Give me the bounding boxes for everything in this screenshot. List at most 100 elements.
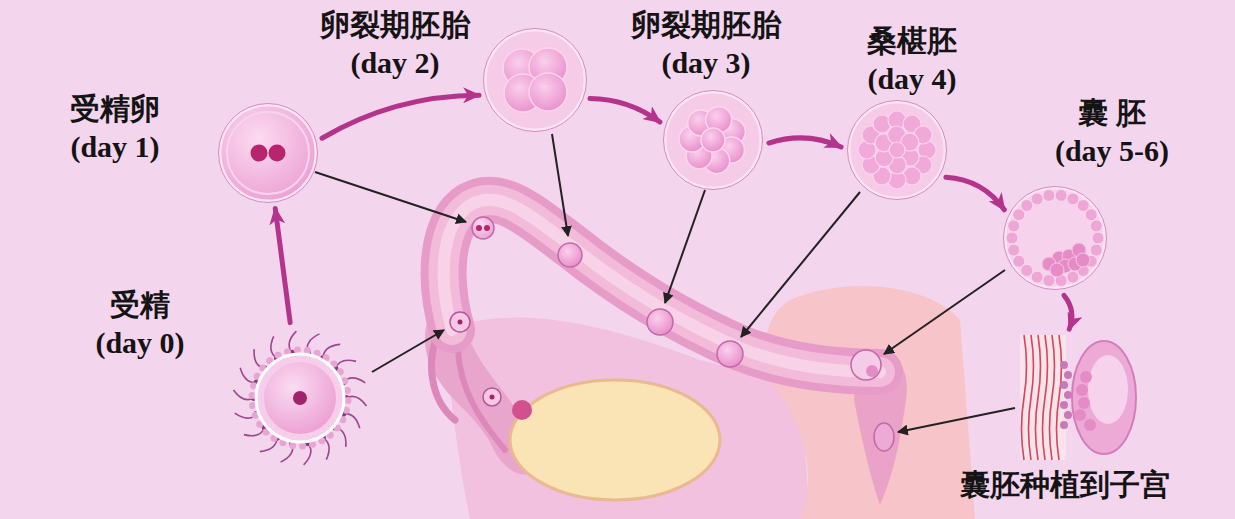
- inner-cell-mass: [866, 365, 878, 377]
- inner-cell-mass: [1050, 263, 1064, 277]
- trophoblast-cell: [1060, 421, 1068, 429]
- fert-figure: [230, 328, 370, 468]
- trophoblast-cell: [1060, 381, 1068, 389]
- flow-arrow: [275, 209, 290, 323]
- zona-pellucida: [665, 92, 761, 188]
- uterus-body: [765, 286, 975, 519]
- flow-arrow: [946, 177, 1004, 210]
- stage-label: 受精卵 (day 1): [69, 90, 161, 166]
- embryo-in-tube: [558, 243, 582, 267]
- outline-ring: [484, 29, 587, 132]
- leader-line: [884, 270, 1005, 354]
- flow-arrow: [322, 95, 479, 138]
- inner-cell-mass: [1076, 253, 1090, 267]
- zona-pellucida: [485, 30, 585, 130]
- ovulation-spot: [512, 400, 532, 420]
- inner-cell-mass: [1078, 397, 1090, 409]
- blastocyst-body: [1072, 341, 1136, 454]
- pronucleus: [476, 225, 482, 231]
- stage-label: 桑椹胚 (day 4): [866, 22, 958, 98]
- flow-arrow: [769, 138, 841, 147]
- leader-line: [315, 172, 466, 222]
- flow-arrow: [590, 99, 660, 123]
- blood-vessel: [1050, 335, 1055, 460]
- trophoblast-cell: [1060, 401, 1068, 409]
- egg-nucleus: [490, 395, 495, 400]
- fallopian-tube-inner: [444, 200, 880, 372]
- implant-figure: [1020, 335, 1140, 460]
- outline-ring: [848, 101, 947, 200]
- outline-ring: [664, 91, 763, 190]
- morula-circle: 桑椹胚 (day 4): [847, 100, 947, 200]
- ovary: [510, 380, 720, 500]
- blastocyst-circle: 囊 胚 (day 5-6): [1003, 186, 1107, 290]
- trophoblast-cell: [1085, 209, 1097, 221]
- trophoblast-cell: [1008, 220, 1020, 232]
- trophoblast-cell: [1090, 220, 1102, 232]
- trophoblast-cell: [1064, 411, 1072, 419]
- trophoblast-cell: [1031, 271, 1043, 283]
- fallopian-tube-wall: [444, 200, 880, 372]
- zygote-circle: 受精卵 (day 1): [218, 103, 318, 203]
- zona-pellucida: [849, 102, 945, 198]
- morula-cell: [889, 142, 905, 158]
- blood-vessel: [1036, 335, 1041, 460]
- fimbria-finger: [458, 350, 505, 450]
- implanted-blastocyst: [874, 423, 894, 451]
- pronucleus: [251, 145, 268, 162]
- egg-at-ovary: [483, 388, 501, 406]
- zygote-in-tube: [472, 217, 494, 239]
- trophoblast-cell: [1055, 189, 1067, 201]
- stage-label: 受精 (day 0): [94, 286, 186, 362]
- flow-arrow: [1064, 295, 1072, 329]
- inner-cell-mass: [1084, 419, 1096, 431]
- trophoblast-cell: [1090, 244, 1102, 256]
- egg-cell: [264, 362, 336, 434]
- egg-in-tube: [450, 312, 470, 332]
- blood-vessel: [1022, 335, 1027, 460]
- morula-figure: [847, 100, 947, 200]
- trophoblast-cell: [1043, 189, 1055, 201]
- blood-vessel: [1057, 335, 1062, 460]
- endometrium: [1020, 335, 1066, 460]
- leader-line: [898, 408, 1015, 432]
- implantation-figure: 囊胚种植到子宫: [1020, 335, 1140, 460]
- leader-line: [372, 330, 444, 372]
- blastomere: [529, 73, 567, 111]
- outline-ring: [1004, 187, 1107, 290]
- morula-in-tube: [717, 341, 743, 367]
- trophoblast-cell: [1064, 371, 1072, 379]
- sperm-tail: [244, 428, 265, 436]
- trophoblast-cell: [1060, 361, 1068, 369]
- blood-vessel: [1029, 335, 1034, 460]
- trophoblast-cell: [1021, 200, 1033, 212]
- stage-label: 卵裂期胚胎 (day 2): [320, 6, 471, 82]
- zona-pellucida: [256, 354, 344, 442]
- blast-figure: [1003, 186, 1107, 290]
- blastocyst-in-uterus: [851, 350, 881, 380]
- zona-pellucida: [1005, 188, 1105, 288]
- pronucleus: [484, 225, 490, 231]
- leader-line: [552, 134, 568, 236]
- trophoblast-cell: [1067, 271, 1079, 283]
- pronucleus: [269, 145, 286, 162]
- inner-cell-mass: [1074, 409, 1086, 421]
- outline-ring: [219, 104, 318, 203]
- cleavage-embryo-circle: 卵裂期胚胎 (day 3): [663, 90, 763, 190]
- inner-cell-mass: [1080, 371, 1092, 383]
- inner-cell-mass: [1076, 384, 1088, 396]
- trophoblast-cell: [1006, 232, 1018, 244]
- blastomere: [701, 128, 725, 152]
- trophoblast-cell: [1092, 232, 1104, 244]
- zona-pellucida: [220, 105, 316, 201]
- cleave4-figure: [483, 28, 587, 132]
- egg-nucleus: [458, 320, 463, 325]
- trophoblast-cell: [1013, 255, 1025, 267]
- trophoblast-cell: [1064, 391, 1072, 399]
- blastocoel: [1088, 355, 1128, 424]
- fallopian-tube-lumen: [444, 200, 880, 372]
- fertilization-circle: 受精 (day 0): [230, 328, 370, 468]
- stage-label: 卵裂期胚胎 (day 3): [631, 6, 782, 82]
- cleave8-figure: [663, 90, 763, 190]
